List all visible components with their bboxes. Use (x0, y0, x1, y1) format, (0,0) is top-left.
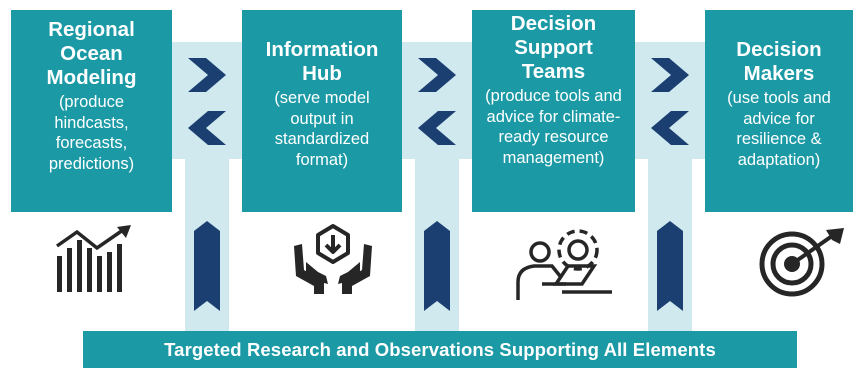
chevron-left-icon (188, 111, 226, 145)
box-title: Decision Support Teams (510, 12, 597, 83)
chevron-right-icon (188, 58, 226, 92)
bar-chart-trend-icon (55, 225, 131, 292)
box-decision-makers: Decision Makers (use tools and advice fo… (705, 10, 853, 212)
box-title: Regional Ocean Modeling (46, 18, 137, 89)
chevron-left-icon (651, 111, 689, 145)
box-subtitle: (serve model output in standardized form… (274, 89, 370, 169)
box-decision-support-teams: Decision Support Teams (produce tools an… (472, 10, 635, 212)
footer-banner: Targeted Research and Observations Suppo… (83, 331, 797, 368)
upward-ribbon-icon (657, 221, 683, 311)
box-title: Decision Makers (736, 38, 822, 85)
box-regional-ocean-modeling: Regional Ocean Modeling (produce hindcas… (11, 10, 172, 212)
chevron-right-icon (418, 58, 456, 92)
target-arrow-icon (759, 228, 844, 297)
box-information-hub: Information Hub (serve model output in s… (242, 10, 402, 212)
box-subtitle: (use tools and advice for resilience & a… (727, 89, 831, 169)
chevron-left-icon (418, 111, 456, 145)
box-title: Information Hub (265, 38, 379, 85)
upward-ribbon-icon (424, 221, 450, 311)
box-subtitle: (produce tools and advice for climate-re… (485, 87, 622, 167)
chevron-right-icon (651, 58, 689, 92)
upward-ribbon-icon (194, 221, 220, 311)
hands-download-icon (294, 224, 372, 294)
person-gear-laptop-icon (516, 229, 612, 300)
box-subtitle: (produce hindcasts, forecasts, predictio… (48, 93, 135, 173)
